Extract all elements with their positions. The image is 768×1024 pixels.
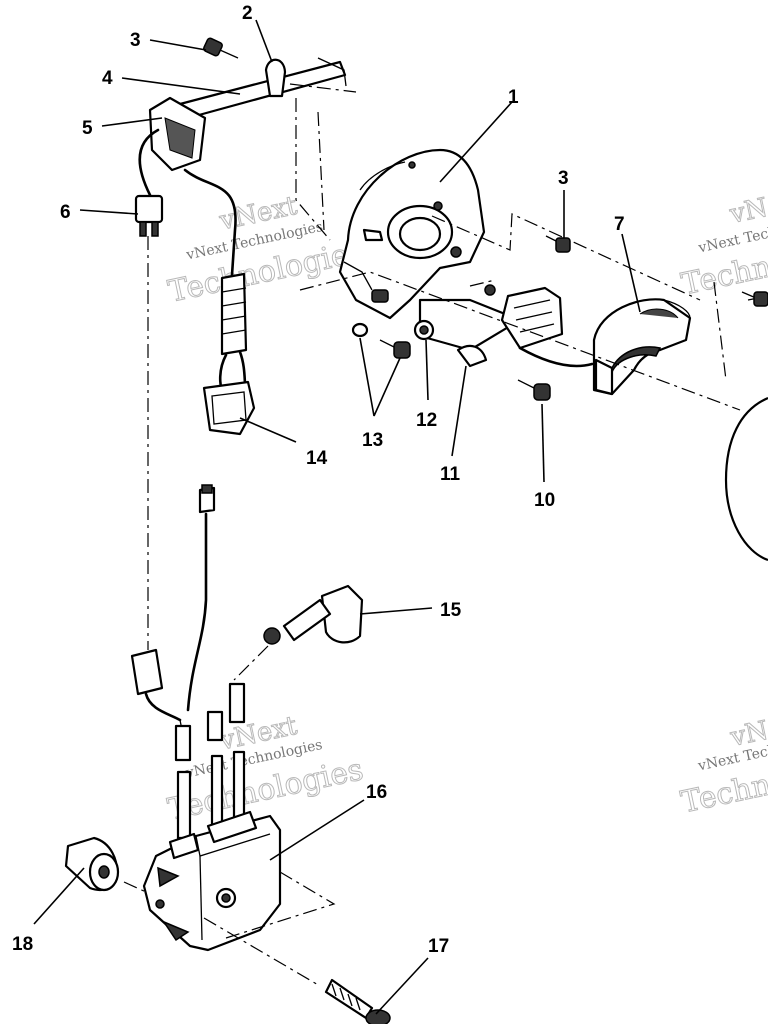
connector-6	[134, 194, 164, 237]
leader-14	[239, 417, 297, 443]
callout-3-top: 3	[130, 30, 141, 51]
spark-plug-cap-15	[233, 584, 364, 681]
wire-to-14	[183, 168, 237, 277]
screw-washer-13	[351, 322, 411, 359]
screw-3-far-right	[741, 291, 768, 307]
callout-labels: 2 3 4 5 6 1 3 7 10 11 12 13 14 15 16 17 …	[12, 3, 625, 957]
grommet-texture	[164, 117, 196, 159]
leader-5	[101, 117, 163, 127]
trigger-pickup-11	[418, 284, 594, 368]
leader-6	[79, 209, 139, 215]
watermark-line1: vNext	[726, 184, 768, 230]
screw-10	[517, 379, 551, 401]
callout-12: 12	[416, 410, 437, 431]
leader-3-top	[149, 39, 207, 51]
leader-lines	[33, 19, 641, 1015]
leader-1	[439, 101, 513, 183]
coil-7	[592, 298, 692, 396]
clip-2	[264, 58, 287, 98]
watermark-right-top: vNext vNext Technologies Technologies	[678, 184, 768, 303]
leader-11	[451, 365, 467, 457]
callout-7: 7	[614, 214, 625, 235]
guide-harness-2	[317, 111, 325, 231]
flywheel-edge	[724, 396, 768, 562]
callout-18: 18	[12, 934, 33, 955]
callout-3-right: 3	[558, 168, 569, 189]
bolt-17	[203, 917, 391, 1024]
leader-10	[541, 403, 545, 483]
leader-15	[359, 607, 433, 615]
callout-16: 16	[366, 782, 387, 803]
leader-16	[269, 799, 365, 861]
callout-17: 17	[428, 936, 449, 957]
wiring-harness	[134, 37, 357, 650]
wire-to-6	[138, 128, 160, 197]
leader-12	[425, 339, 429, 401]
connector-14	[202, 272, 256, 436]
connector-lead	[130, 648, 187, 751]
leader-18	[33, 867, 85, 925]
watermark-top: vNext vNext Technologies Technologies	[165, 190, 367, 310]
callout-5: 5	[82, 118, 93, 139]
leader-4	[121, 77, 241, 95]
callout-6: 6	[60, 202, 71, 223]
guide-harness-3	[289, 83, 357, 93]
bushing-18	[64, 836, 147, 893]
coil-leads	[174, 682, 246, 840]
callout-10: 10	[534, 490, 555, 511]
stator-plate-1	[338, 148, 486, 320]
callout-15: 15	[440, 600, 462, 621]
screw-3-right	[545, 235, 571, 253]
callout-1: 1	[508, 87, 519, 108]
callout-4: 4	[102, 68, 113, 89]
callout-14: 14	[306, 448, 328, 469]
tube-end	[317, 57, 347, 87]
leader-13	[359, 337, 401, 417]
callout-13: 13	[362, 430, 383, 451]
leader-7	[621, 233, 641, 313]
leader-17	[375, 957, 429, 1015]
guide-harness	[295, 98, 331, 241]
callout-2: 2	[242, 3, 253, 24]
leader-2	[255, 19, 273, 63]
ignition-coil-16	[142, 810, 336, 952]
callout-11: 11	[440, 464, 461, 485]
spacer-12	[413, 319, 435, 341]
watermark-right-mid: vNext vNext Technologies Technologies	[678, 707, 768, 821]
lead-wire	[186, 484, 216, 712]
screw-3-top	[203, 37, 239, 59]
